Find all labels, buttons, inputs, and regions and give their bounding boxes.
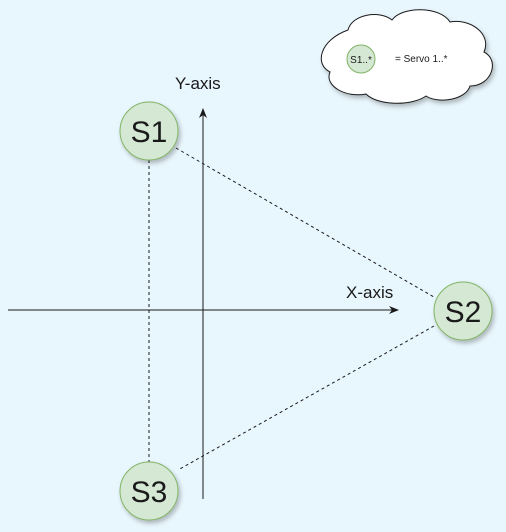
legend-cloud-shape [320,9,493,104]
node-s2[interactable]: S2 [433,281,493,341]
x-axis-label: X-axis [346,283,393,302]
connection-s1-s2 [175,147,435,298]
node-s2-circle [433,281,493,341]
node-s3-label: S3 [131,476,168,509]
y-axis-label: Y-axis [175,74,221,93]
node-s1-circle [119,101,179,161]
legend-cloud: S1..* = Servo 1..* [320,9,493,104]
node-s1[interactable]: S1 [119,101,179,161]
node-s1-label: S1 [131,116,168,149]
node-s3[interactable]: S3 [119,461,179,521]
legend-node-symbol [346,44,376,74]
legend-description: = Servo 1..* [395,54,448,65]
legend-node-symbol-label: S1..* [350,55,372,66]
node-s3-circle [119,461,179,521]
node-s2-label: S2 [445,296,482,329]
connection-s2-s3 [177,325,435,471]
